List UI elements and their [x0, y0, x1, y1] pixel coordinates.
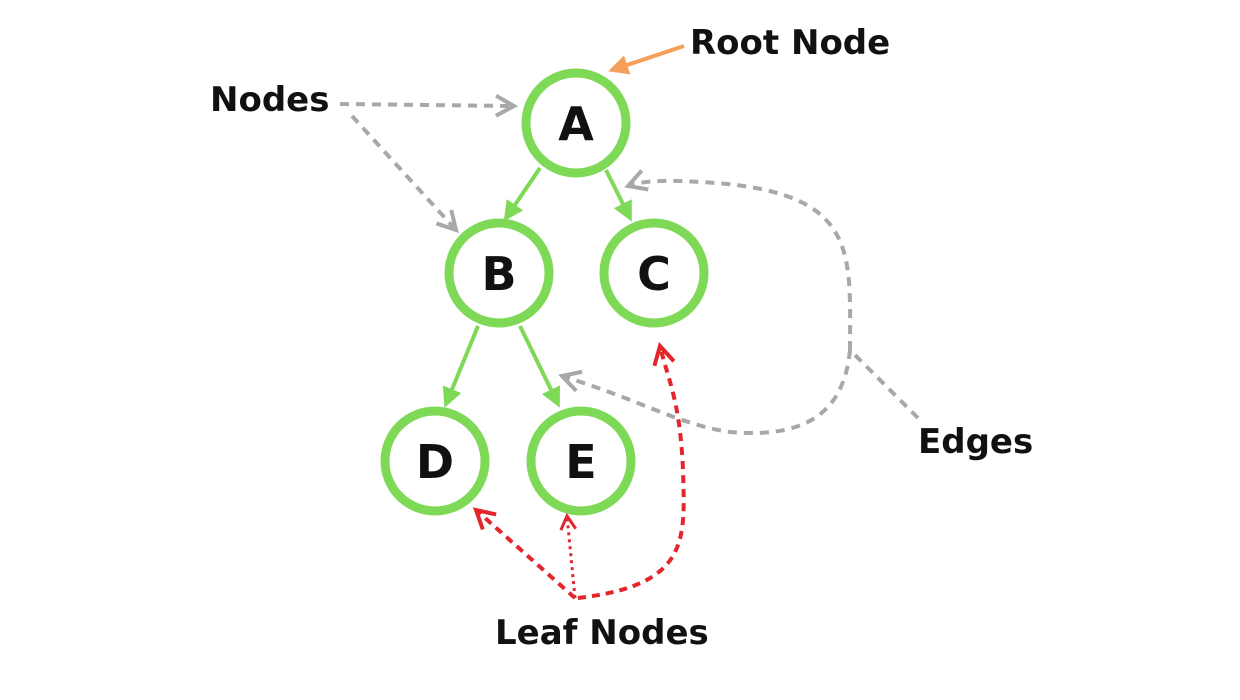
root-node-arrow	[608, 44, 685, 75]
edges-arrow-to-edge-ac	[628, 181, 920, 420]
nodes-arrow-to-b	[350, 114, 456, 230]
node-label-d: D	[416, 435, 454, 489]
edges-label: Edges	[918, 422, 1033, 462]
node-label-e: E	[565, 435, 596, 489]
node-e: E	[526, 406, 636, 516]
leaf-nodes-label: Leaf Nodes	[495, 613, 709, 653]
node-b: B	[444, 218, 554, 328]
edge-a-b	[503, 166, 542, 222]
tree-edges	[442, 166, 632, 408]
nodes-arrow-to-a	[339, 104, 514, 106]
edges-arrow-to-edge-be	[562, 349, 852, 435]
nodes-annotation: Nodes	[210, 80, 514, 230]
root-node-label: Root Node	[690, 23, 890, 63]
edge-b-e	[518, 325, 560, 408]
edge-b-d	[442, 325, 480, 408]
leaf-arrow-to-e	[567, 516, 575, 599]
root-node-annotation: Root Node	[608, 23, 890, 75]
edge-a-c	[604, 169, 632, 222]
nodes-label: Nodes	[210, 80, 329, 120]
edges-annotation: Edges	[562, 181, 1033, 462]
leaf-arrow-to-c	[577, 346, 686, 600]
node-d: D	[380, 406, 490, 516]
node-label-a: A	[558, 97, 594, 151]
node-a: A	[521, 68, 631, 178]
node-label-b: B	[481, 247, 516, 301]
leaf-arrow-to-d	[476, 510, 577, 600]
node-label-c: C	[637, 247, 671, 301]
leaf-nodes-annotation: Leaf Nodes	[476, 346, 709, 653]
node-c: C	[599, 218, 709, 328]
